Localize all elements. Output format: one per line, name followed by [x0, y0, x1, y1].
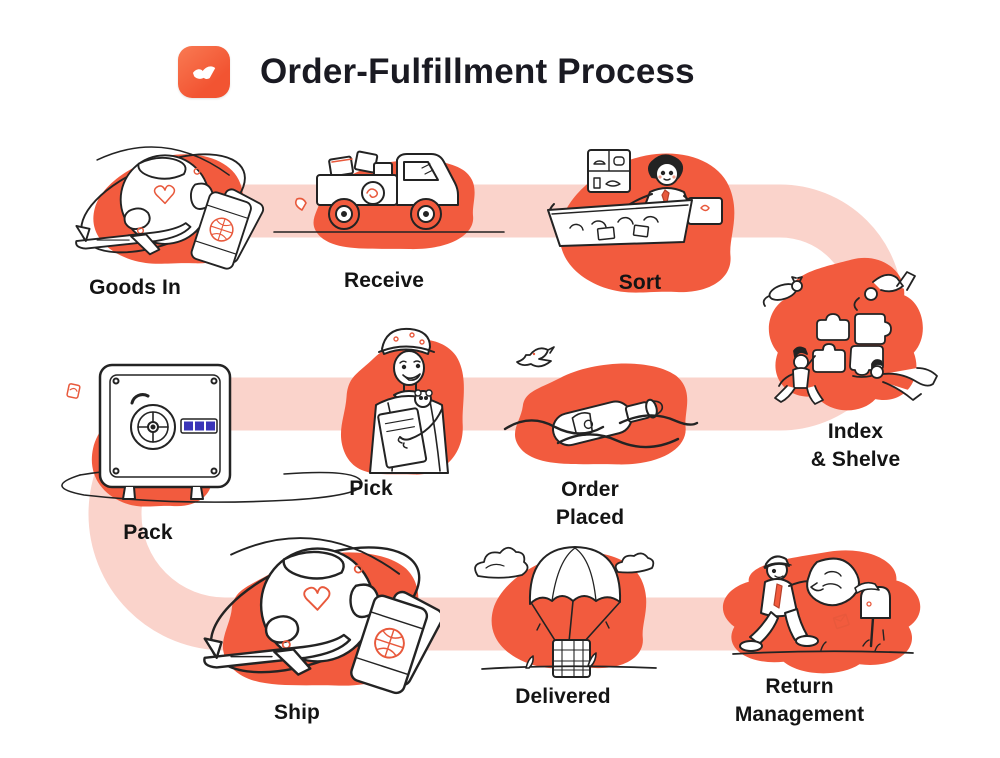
step-return-management: Return Management	[712, 545, 927, 726]
step-pick: Pick	[296, 325, 476, 505]
step-sort: Sort	[540, 140, 760, 300]
step-label-index-shelve: Index & Shelve	[810, 420, 901, 471]
sorting-worker-illustration	[547, 149, 723, 247]
header: Order-Fulfillment Process	[178, 46, 695, 98]
step-label-sort: Sort	[618, 271, 662, 294]
step-index-shelve: Index & Shelve	[755, 250, 940, 471]
step-label-goods-in: Goods In	[89, 276, 181, 299]
step-label-ship: Ship	[274, 701, 320, 724]
safe-vault-illustration	[61, 363, 363, 503]
step-order-placed: Order Placed	[500, 335, 700, 529]
globe-airplane-illustration	[195, 533, 440, 701]
parachute-parcel-illustration	[474, 546, 657, 678]
page-title: Order-Fulfillment Process	[260, 52, 695, 91]
step-label-return-management: Return Management	[734, 675, 865, 726]
message-in-bottle-illustration	[503, 346, 699, 449]
puzzle-people-illustration	[762, 271, 938, 405]
picker-worker-illustration	[369, 327, 449, 474]
step-label-receive: Receive	[343, 269, 425, 292]
step-goods-in: Goods In	[55, 143, 270, 305]
w-swoosh-icon	[192, 66, 216, 79]
globe-airplane-illustration	[66, 143, 265, 275]
step-pack: Pack	[40, 363, 375, 548]
courier-mailbox-illustration	[732, 555, 914, 655]
company-logo-icon	[178, 46, 230, 98]
step-ship: Ship	[195, 533, 440, 728]
step-label-delivered: Delivered	[515, 685, 611, 708]
step-label-pack: Pack	[123, 521, 173, 544]
delivery-truck-illustration	[273, 150, 505, 233]
step-delivered: Delivered	[470, 540, 670, 708]
step-label-order-placed: Order Placed	[555, 478, 625, 529]
step-receive: Receive	[272, 148, 512, 298]
step-label-pick: Pick	[349, 477, 393, 500]
